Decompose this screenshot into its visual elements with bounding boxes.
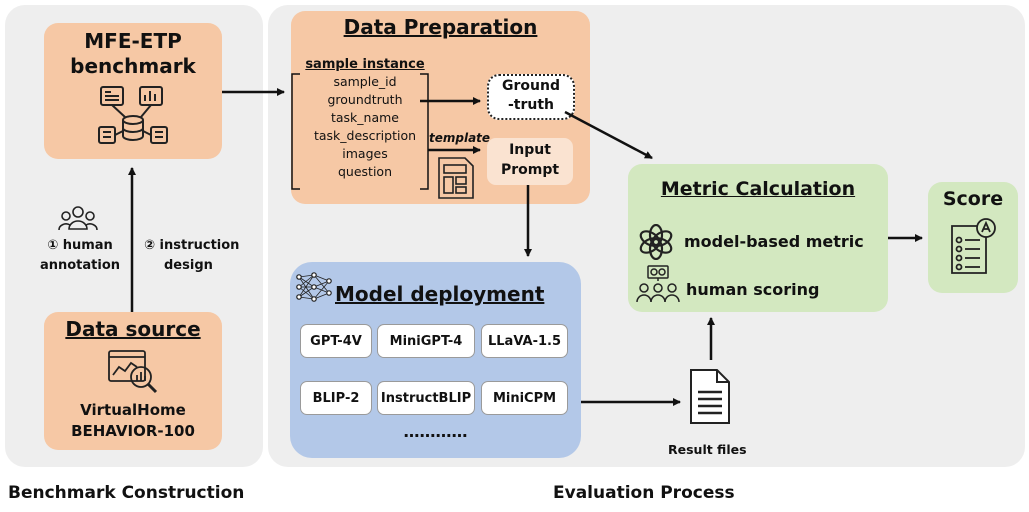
document-icon <box>690 369 730 424</box>
metric-calculation-title: Metric Calculation <box>660 178 856 200</box>
data-source-line1: VirtualHome <box>80 401 186 419</box>
arrow-gt-to-metric <box>564 110 653 160</box>
database-icon <box>98 86 168 144</box>
model-instructblip: InstructBLIP <box>377 381 475 415</box>
instruction-design-label-1: ② instruction <box>144 238 240 253</box>
human-annotation-label-1: ① human <box>47 238 113 253</box>
data-source-title: Data source <box>65 317 201 341</box>
sample-field: task_description <box>313 128 417 143</box>
network-icon <box>296 272 332 302</box>
instruction-design-label-2: design <box>164 258 213 273</box>
input-prompt-line2: Prompt <box>500 162 560 178</box>
model-minigpt4: MiniGPT-4 <box>377 324 475 358</box>
data-source-line2: BEHAVIOR-100 <box>71 422 195 440</box>
template-label: template <box>429 131 491 145</box>
input-prompt-box <box>487 138 573 185</box>
human-scoring-icon <box>636 265 680 303</box>
sample-field: sample_id <box>333 74 397 89</box>
sample-field: task_name <box>330 110 399 125</box>
people-icon <box>58 206 98 231</box>
model-deployment-title: Model deployment <box>335 282 545 306</box>
model-gpt4v: GPT-4V <box>300 324 372 358</box>
mfe-title-line2: benchmark <box>70 54 196 78</box>
human-scoring-label: human scoring <box>686 280 820 299</box>
score-title: Score <box>942 188 1004 210</box>
benchmark-construction-label: Benchmark Construction <box>8 483 245 503</box>
magnifier-chart-icon <box>108 350 158 394</box>
data-preparation-title: Data Preparation <box>343 15 538 39</box>
sample-field: groundtruth <box>327 92 403 107</box>
model-minicpm: MiniCPM <box>481 381 568 415</box>
score-sheet-icon <box>951 218 996 274</box>
sample-instance-list: sample instance sample_id groundtruth ta… <box>302 57 428 181</box>
template-icon <box>438 157 474 199</box>
human-annotation-label-2: annotation <box>39 258 121 273</box>
model-based-metric-label: model-based metric <box>684 232 864 251</box>
result-files-label: Result files <box>668 442 747 457</box>
sample-bracket-right <box>420 73 429 190</box>
model-blip2: BLIP-2 <box>300 381 372 415</box>
ground-truth-line2: -truth <box>507 97 555 113</box>
ground-truth-box <box>487 74 575 120</box>
model-llava: LLaVA-1.5 <box>481 324 568 358</box>
ground-truth-line1: Ground <box>502 78 560 94</box>
evaluation-process-label: Evaluation Process <box>553 483 735 503</box>
score-box <box>928 182 1018 293</box>
sample-field: question <box>337 164 392 179</box>
model-more-ellipsis: ………… <box>403 422 468 441</box>
sample-bracket-left <box>291 73 300 190</box>
sample-field: images <box>342 146 388 161</box>
mfe-title-line1: MFE-ETP <box>84 29 182 53</box>
input-prompt-line1: Input <box>509 142 551 158</box>
mfe-etp-benchmark-box <box>44 23 222 159</box>
sample-instance-title: sample instance <box>305 57 425 72</box>
model-deployment-box <box>290 262 581 458</box>
openai-icon <box>639 224 673 260</box>
